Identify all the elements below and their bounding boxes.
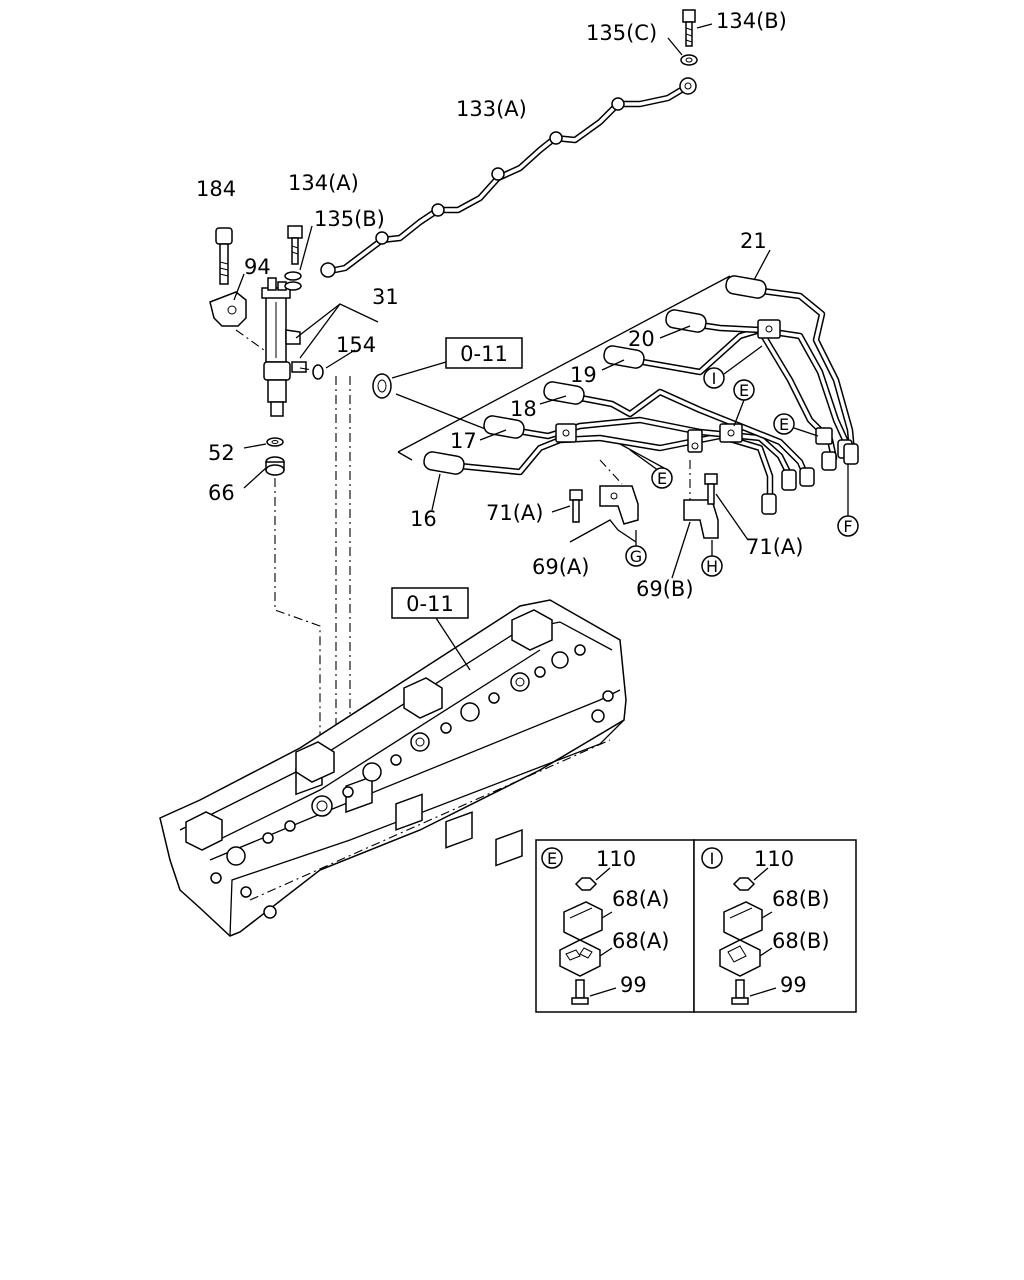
svg-text:E: E — [779, 415, 789, 434]
label-135c: 135(C) — [586, 21, 657, 45]
callouts: I E E E G H F — [625, 345, 859, 577]
callout-h: H — [701, 555, 723, 577]
detail-box-e: E 110 68(A) 68(A) 99 — [535, 839, 695, 1013]
svg-text:F: F — [843, 517, 852, 536]
svg-text:99: 99 — [620, 973, 647, 997]
head-holes — [210, 644, 614, 919]
label-31: 31 — [372, 285, 399, 309]
label-134a: 134(A) — [288, 171, 359, 195]
svg-text:G: G — [630, 547, 642, 566]
ref-box-top: 0-11 — [445, 337, 523, 369]
bolt-134b — [667, 9, 713, 66]
svg-text:E: E — [739, 381, 749, 400]
detail-box-i: I 110 68(B) 68(B) 99 — [693, 839, 857, 1013]
svg-text:0-11: 0-11 — [406, 592, 454, 616]
part-labels: 184 134(A) 135(B) 94 31 154 52 66 133(A)… — [196, 9, 803, 601]
svg-text:I: I — [710, 849, 715, 868]
label-19: 19 — [570, 363, 597, 387]
label-71a-right: 71(A) — [746, 535, 803, 559]
label-18: 18 — [510, 397, 537, 421]
cylinder-head — [159, 599, 627, 937]
brackets — [551, 443, 849, 579]
svg-text:E: E — [657, 469, 667, 488]
svg-text:68(A): 68(A) — [612, 929, 669, 953]
callout-i-pipe: I — [703, 345, 763, 389]
label-135b: 135(B) — [314, 207, 385, 231]
svg-text:68(A): 68(A) — [612, 887, 669, 911]
label-94: 94 — [244, 255, 271, 279]
label-154: 154 — [336, 333, 376, 357]
svg-text:110: 110 — [754, 847, 794, 871]
sleeve-part — [372, 361, 489, 431]
label-184: 184 — [196, 177, 236, 201]
svg-text:E: E — [547, 849, 557, 868]
injection-pipes — [397, 249, 859, 515]
svg-text:68(B): 68(B) — [772, 887, 830, 911]
label-133a: 133(A) — [456, 97, 527, 121]
svg-text:68(B): 68(B) — [772, 929, 830, 953]
label-16: 16 — [410, 507, 437, 531]
label-66: 66 — [208, 481, 235, 505]
svg-text:I: I — [712, 369, 717, 388]
label-21: 21 — [740, 229, 767, 253]
svg-text:110: 110 — [596, 847, 636, 871]
svg-text:H: H — [706, 557, 718, 576]
label-69b: 69(B) — [636, 577, 694, 601]
svg-text:0-11: 0-11 — [460, 342, 508, 366]
fuel-pipe-133a — [320, 77, 697, 278]
label-69a: 69(A) — [532, 555, 589, 579]
callout-e-bracket: E — [733, 379, 755, 427]
callout-f: F — [837, 515, 859, 537]
label-17: 17 — [450, 429, 477, 453]
svg-text:99: 99 — [780, 973, 807, 997]
label-134b: 134(B) — [716, 9, 787, 33]
label-52: 52 — [208, 441, 235, 465]
callout-e-right: E — [773, 413, 819, 437]
label-20: 20 — [628, 327, 655, 351]
label-71a-left: 71(A) — [486, 501, 543, 525]
cam-bosses — [185, 609, 553, 851]
callout-e-clamp: E — [651, 467, 673, 489]
injector-assembly — [209, 225, 379, 489]
ref-box-head: 0-11 — [391, 587, 469, 619]
callout-g: G — [625, 545, 647, 567]
